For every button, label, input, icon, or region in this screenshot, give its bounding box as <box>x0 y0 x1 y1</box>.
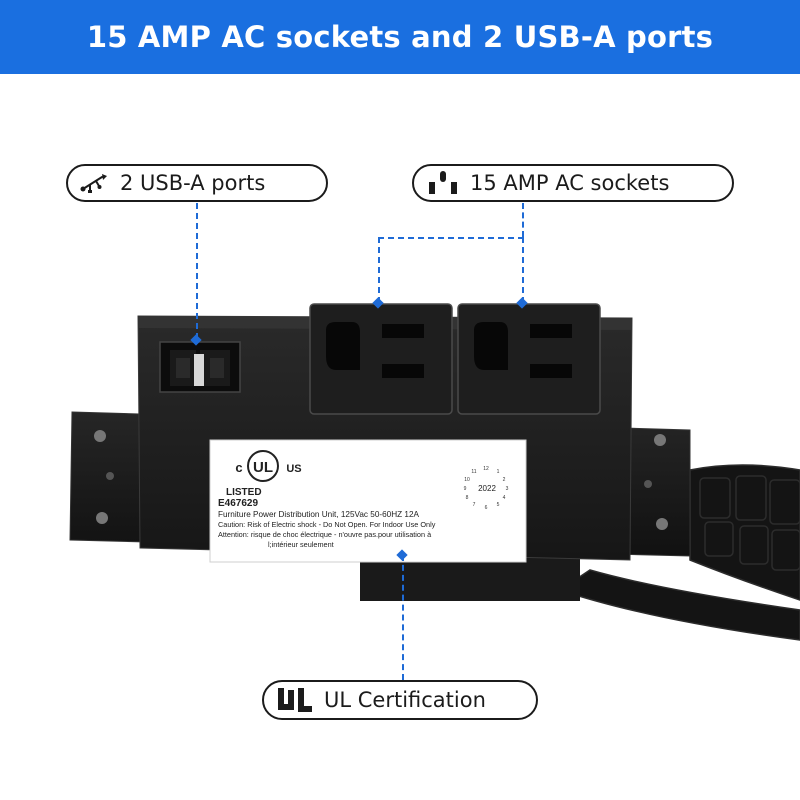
ul-mark-us: US <box>286 463 301 475</box>
label-line-2: Caution: Risk of Electric shock - Do Not… <box>218 520 436 529</box>
svg-text:4: 4 <box>503 495 506 501</box>
usb-connector-line <box>196 203 198 339</box>
screw-hole <box>654 434 666 446</box>
banner-title: 15 AMP AC sockets and 2 USB-A ports <box>0 0 800 74</box>
ul-listing-mark: UL c US <box>235 450 302 482</box>
ac-connector-line-top <box>522 203 524 237</box>
svg-text:2: 2 <box>503 477 506 483</box>
label-line-1: Furniture Power Distribution Unit, 125Va… <box>218 510 420 519</box>
bottom-bracket <box>360 555 580 601</box>
label-line-4: l;intérieur seulement <box>268 540 334 549</box>
screw-hole <box>656 518 668 530</box>
date-year: 2022 <box>478 484 496 493</box>
svg-text:1: 1 <box>497 469 500 475</box>
outlet-icon <box>426 170 460 196</box>
ul-mark-text: UL <box>253 459 273 476</box>
usb-ports-callout: 2 USB-A ports <box>66 164 328 202</box>
ul-logo-icon <box>276 686 314 714</box>
usb-icon <box>80 172 110 194</box>
svg-text:12: 12 <box>483 466 489 472</box>
ul-mark-c: c <box>235 460 242 475</box>
svg-text:11: 11 <box>471 469 476 475</box>
ac-sockets-callout: 15 AMP AC sockets <box>412 164 734 202</box>
svg-text:3: 3 <box>506 486 509 492</box>
ac-connector-line-horizontal <box>378 237 524 239</box>
screw-hole <box>106 472 114 480</box>
ac-connector-line-left <box>378 237 380 303</box>
date-code-clock: 12 11 1 10 2 9 3 8 4 7 5 6 2022 <box>464 466 509 511</box>
svg-text:7: 7 <box>473 502 476 508</box>
ul-label-sticker: UL c US LISTED E467629 12 11 1 10 2 9 3 … <box>209 439 527 563</box>
svg-text:8: 8 <box>466 495 469 501</box>
ac-connector-line-right <box>522 237 524 303</box>
listed-text: LISTED <box>226 487 262 498</box>
label-line-3: Attention: risque de choc électrique - n… <box>218 530 432 539</box>
file-number: E467629 <box>218 498 258 509</box>
screw-hole <box>96 512 108 524</box>
screw-hole <box>94 430 106 442</box>
usb-ports-callout-label: 2 USB-A ports <box>120 171 266 195</box>
svg-text:9: 9 <box>464 486 467 492</box>
svg-text:10: 10 <box>464 477 470 483</box>
cable-chain <box>558 464 800 641</box>
screw-hole <box>644 480 652 488</box>
ul-certification-callout: UL Certification <box>262 680 538 720</box>
ul-connector-line <box>402 555 404 680</box>
ac-sockets-callout-label: 15 AMP AC sockets <box>470 171 670 195</box>
svg-text:5: 5 <box>497 502 500 508</box>
svg-text:6: 6 <box>485 505 488 511</box>
ac-socket-right <box>457 303 601 415</box>
usb-ports <box>159 341 241 393</box>
ac-socket-left <box>309 303 453 415</box>
ul-certification-callout-label: UL Certification <box>324 688 486 712</box>
